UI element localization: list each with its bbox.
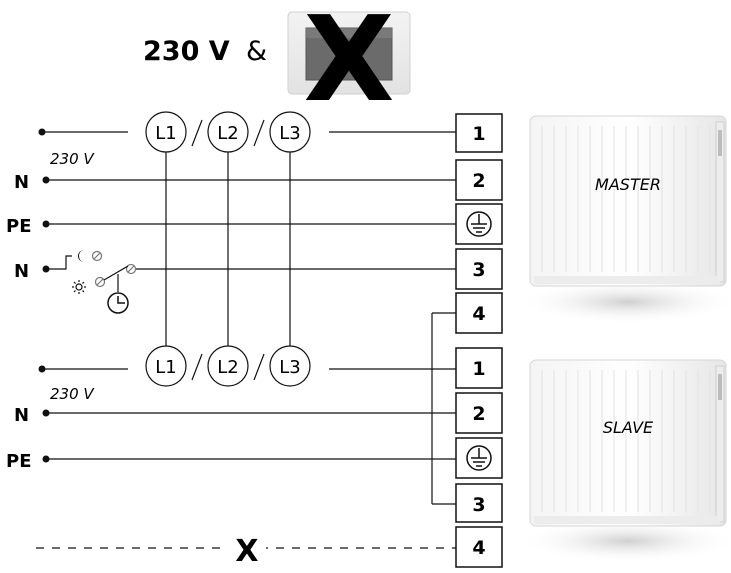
slave-radiator xyxy=(518,359,731,563)
upper-terminal-3-label: 3 xyxy=(472,259,485,281)
lower-terminal-2 xyxy=(455,392,503,434)
lower-terminal-2-label: 2 xyxy=(472,403,485,425)
upper-terminal-4 xyxy=(455,292,503,334)
upper-terminal-1 xyxy=(455,113,503,153)
upper-voltage-label: 230 V xyxy=(50,150,95,168)
thermostat-display-icon xyxy=(287,11,411,95)
upper-pilot-label: N xyxy=(14,261,29,282)
header-voltage: 230 V xyxy=(143,36,230,67)
lower-dots xyxy=(38,365,50,463)
sun-icon xyxy=(72,280,86,294)
upper-phase-l1 xyxy=(145,111,187,153)
upper-phase-l3-label: L3 xyxy=(279,123,300,144)
upper-terminal-3 xyxy=(455,248,503,290)
lower-voltage-label: 230 V xyxy=(50,385,95,403)
upper-phase-l2-label: L2 xyxy=(217,123,238,144)
lower-phases xyxy=(145,345,311,387)
lower-circuit xyxy=(36,368,456,549)
earth-ground-icon xyxy=(466,445,492,471)
lower-terminal-3 xyxy=(455,483,503,523)
lower-phase-l1-label: L1 xyxy=(155,357,176,378)
lower-phase-l3-label: L3 xyxy=(279,357,300,378)
lower-phase-l2 xyxy=(207,345,249,387)
lower-neutral-label: N xyxy=(14,405,29,426)
upper-phase-l2 xyxy=(207,111,249,153)
moon-icon xyxy=(78,250,84,262)
lower-terminal-1-label: 1 xyxy=(472,358,485,380)
header-cross-mark: X xyxy=(304,0,395,128)
upper-terminal-block xyxy=(455,113,503,334)
lower-phase-l1 xyxy=(145,345,187,387)
slave-label: SLAVE xyxy=(603,418,654,437)
master-label: MASTER xyxy=(595,175,661,194)
pilot-switch xyxy=(46,250,137,292)
disconnect-gap xyxy=(228,532,266,562)
lower-phase-l3 xyxy=(269,345,311,387)
upper-phase-l1-label: L1 xyxy=(155,123,176,144)
upper-phase-l3 xyxy=(269,111,311,153)
upper-dots xyxy=(38,128,50,273)
lower-terminal-4 xyxy=(455,526,503,568)
lower-terminal-1 xyxy=(455,347,503,389)
upper-terminal-2 xyxy=(455,159,503,201)
upper-neutral-label: N xyxy=(14,172,29,193)
clock-icon xyxy=(107,292,129,314)
upper-earth-label: PE xyxy=(6,216,32,237)
lower-phase-l2-label: L2 xyxy=(217,357,238,378)
lower-terminal-block xyxy=(455,347,503,568)
lower-earth-label: PE xyxy=(6,451,32,472)
upper-terminal-4-label: 4 xyxy=(472,303,485,325)
lower-terminal-3-label: 3 xyxy=(472,494,485,516)
lower-disconnected-mark: X xyxy=(235,534,258,569)
upper-terminal-2-label: 2 xyxy=(472,170,485,192)
earth-ground-icon xyxy=(466,211,492,237)
upper-phases xyxy=(145,111,311,153)
lower-terminal-4-label: 4 xyxy=(472,537,485,559)
master-radiator xyxy=(518,115,731,324)
header-ampersand: & xyxy=(246,36,267,67)
upper-circuit xyxy=(42,131,456,505)
upper-terminal-1-label: 1 xyxy=(472,123,485,145)
